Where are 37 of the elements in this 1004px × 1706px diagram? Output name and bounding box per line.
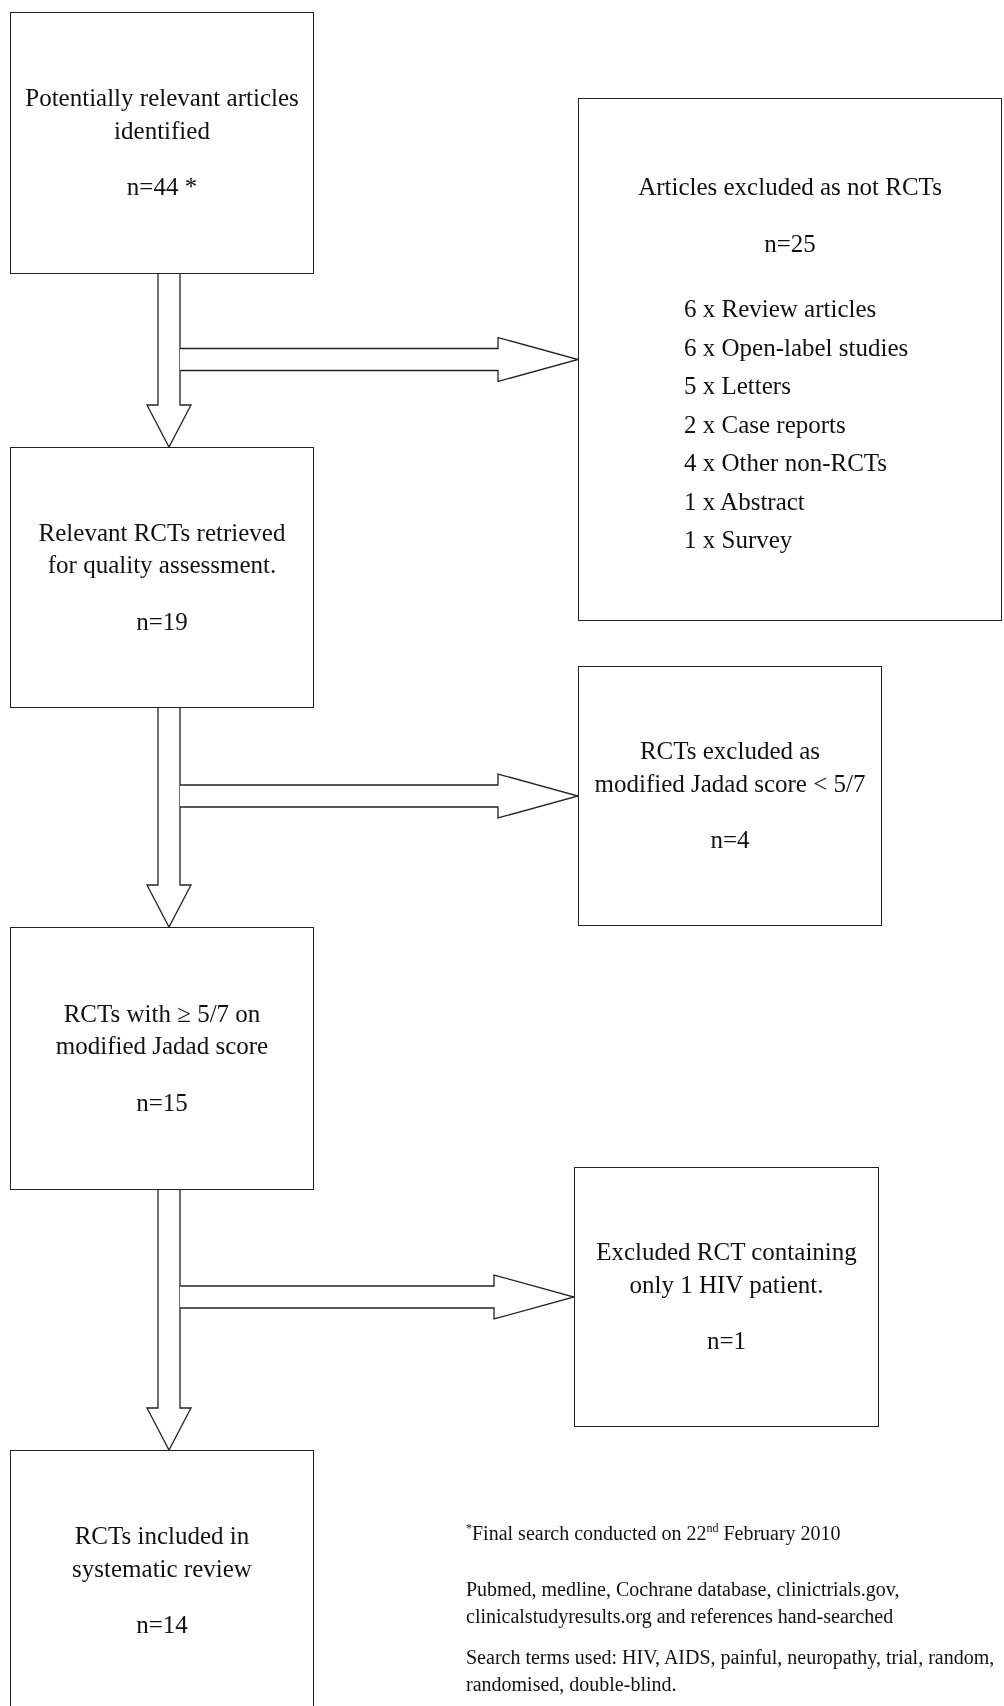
block-arrow — [179, 336, 581, 383]
block-arrow — [179, 773, 581, 819]
process-box — [10, 447, 314, 708]
process-box — [578, 98, 1002, 621]
count-text: n=4 — [710, 825, 750, 856]
count-text: n=1 — [706, 1326, 747, 1357]
block-arrow — [179, 1274, 577, 1320]
list-item: 2 x Case reports — [684, 409, 846, 440]
list-item: 4 x Other non-RCTs — [684, 448, 888, 479]
footnote-text: $^{*}$Final search conducted on 22$^{nd}$ February 2010 — [466, 1520, 842, 1547]
count-text: n=15 — [136, 1087, 188, 1118]
box-heading: RCTs with ≥ 5/7 on modified Jadad score — [54, 998, 270, 1062]
footnote-text: Pubmed, medline, Cochrane database, clinictrials.gov, clinicalstudyresults.org and references hand-searched — [466, 1577, 901, 1630]
box-heading: RCTs included in systematic review — [71, 1521, 253, 1584]
block-arrow — [145, 273, 193, 449]
footnote-text: Search terms used: HIV, AIDS, painful, neuropathy, trial, random, randomised, double-blind. — [466, 1645, 996, 1697]
process-box — [578, 666, 882, 926]
count-text: n=44 * — [126, 172, 198, 203]
list-item: 5 x Letters — [684, 371, 791, 402]
box-heading: Relevant RCTs retrieved for quality assessment. — [37, 517, 287, 581]
list-item: 1 x Survey — [684, 525, 793, 556]
list-item: 1 x Abstract — [684, 486, 805, 517]
list-item: 6 x Open-label studies — [684, 332, 909, 363]
process-box — [10, 927, 314, 1190]
box-heading: Excluded RCT containing only 1 HIV patient. — [595, 1237, 858, 1300]
box-heading: Potentially relevant articles identified — [25, 83, 299, 146]
box-heading: Articles excluded as not RCTs — [638, 172, 942, 203]
count-text: n=25 — [764, 228, 816, 259]
block-arrow — [145, 707, 193, 929]
process-box — [10, 12, 314, 274]
process-box — [10, 1450, 314, 1706]
count-text: n=14 — [136, 1610, 188, 1641]
box-heading: RCTs excluded as modified Jadad score < 5/7 — [593, 736, 867, 799]
process-box — [574, 1167, 879, 1427]
count-text: n=19 — [136, 606, 188, 637]
list-item: 6 x Review articles — [684, 294, 877, 325]
block-arrow — [145, 1189, 193, 1452]
